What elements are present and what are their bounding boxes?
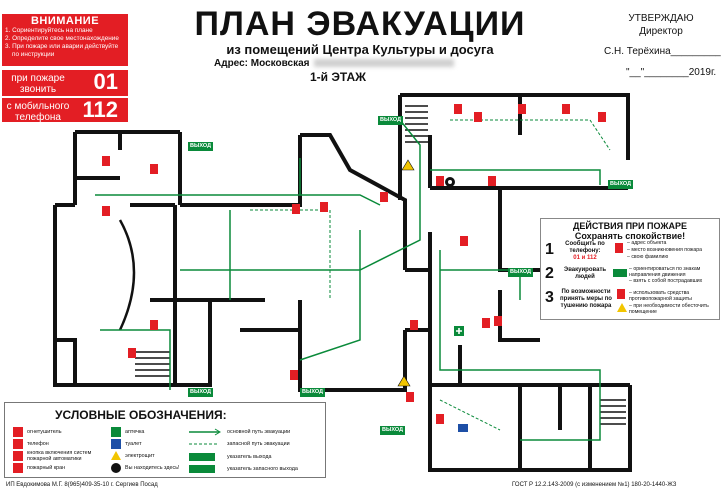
step-note: – свою фамилию (627, 254, 669, 260)
alarm-button-icon (13, 451, 23, 461)
legend-item: указатель выхода (227, 454, 272, 460)
exit-sign: ВЫХОД (378, 116, 404, 125)
plan-title: ПЛАН ЭВАКУАЦИИ (194, 5, 526, 43)
legend-item: Вы находитесь здесь! (125, 465, 180, 471)
legend-item: огнетушитель (27, 429, 62, 435)
legend-item: указатель запасного выхода (227, 466, 298, 472)
legend-item: пожарный кран (27, 465, 66, 471)
fire-equipment-markers (102, 104, 606, 424)
fire-hose-icon (13, 463, 23, 473)
attention-title: ВНИМАНИЕ (30, 15, 100, 27)
legend-item: кнопка включения систем пожарной автомат… (27, 450, 92, 462)
stairs (135, 105, 626, 425)
fire-call-label: при пожаре звонить (11, 73, 65, 95)
step-number: 1 (545, 241, 554, 258)
step-number: 3 (545, 289, 554, 306)
toilet-icon (458, 424, 468, 432)
approver: С.Н. Терёхина_________ (604, 46, 721, 57)
attention-item: 1. Сориентируйтесь на плане (5, 27, 93, 34)
step-note: – взять с собой пострадавших (629, 278, 703, 284)
attention-item: 3. При пожаре или аварии действуйте (5, 43, 119, 50)
exit-sign: ВЫХОД (380, 426, 406, 435)
footer-right: ГОСТ Р 12.2.143-2009 (с изменением №1) 1… (512, 482, 677, 488)
legend: УСЛОВНЫЕ ОБОЗНАЧЕНИЯ: огнетушитель телеф… (4, 402, 326, 478)
exit-sign: ВЫХОД (508, 268, 534, 277)
step-number: 2 (545, 265, 554, 282)
attention-item: 2. Определите свое местонахождение (5, 35, 119, 42)
step-note: – ориентироваться по знакам направления … (629, 266, 701, 278)
mobile-call-number: 112 (82, 97, 119, 122)
phone-icon (13, 439, 23, 449)
step-phones: 01 и 112 (573, 255, 597, 261)
exit-sign: ВЫХОД (188, 388, 214, 397)
mobile-call-box: с мобильного телефона 112 (2, 97, 128, 123)
step-note: – адрес объекта (627, 240, 667, 246)
attention-item: по инструкции (12, 51, 55, 58)
first-aid-icon (454, 326, 464, 336)
exit-sign: ВЫХОД (608, 180, 634, 189)
address: Адрес: Московская (214, 58, 454, 69)
phone-icon (615, 243, 623, 253)
mobile-call-label: с мобильного телефона (6, 101, 70, 123)
address-label: Адрес: Московская (214, 58, 310, 69)
exit-arrow-icon (613, 269, 627, 277)
you-are-here-icon (445, 177, 455, 187)
approval-date: "__"________2019г. (626, 67, 717, 78)
walls (53, 93, 632, 472)
step-text: По возможности принять меры по тушению п… (560, 289, 612, 309)
electrical-panel-icons (397, 159, 415, 387)
legend-item: основной путь эвакуации (227, 429, 291, 435)
legend-item: туалет (125, 441, 142, 447)
extinguisher-icon (617, 289, 625, 299)
plan-subtitle: из помещений Центра Культуры и досуга (226, 42, 494, 57)
reserve-routes (250, 119, 611, 431)
address-redacted (313, 59, 454, 68)
attention-box: ВНИМАНИЕ 1. Сориентируйтесь на плане 2. … (2, 14, 128, 66)
route-legend-lines (189, 428, 221, 473)
exit-sign: ВЫХОД (300, 388, 326, 397)
step-text: Сообщить по телефону: (565, 241, 605, 254)
exit-sign: ВЫХОД (188, 142, 214, 151)
legend-item: запасной путь эвакуации (227, 441, 290, 447)
first-aid-icon (111, 427, 121, 437)
footer-left: ИП Евдокимова М.Г. 8(965)409-35-10 г. Се… (6, 482, 158, 488)
fire-actions-panel: ДЕЙСТВИЯ ПРИ ПОЖАРЕ Сохранять спокойстви… (540, 218, 720, 320)
toilet-icon (111, 439, 121, 449)
approval-line1: УТВЕРЖДАЮ (628, 13, 694, 24)
warning-icon (617, 303, 627, 312)
fire-call-number: 01 (93, 69, 118, 94)
step-note: – при необходимости обесточить помещение (629, 303, 709, 315)
actions-subtitle: Сохранять спокойствие! (574, 231, 686, 241)
step-note: – место возникновения пожара (627, 247, 703, 253)
floor-label: 1-й ЭТАЖ (310, 70, 367, 84)
fire-call-box: при пожаре звонить 01 (2, 70, 128, 96)
legend-item: электрощит (125, 453, 155, 459)
approval-line2: Директор (639, 26, 683, 37)
actions-title: ДЕЙСТВИЯ ПРИ ПОЖАРЕ (572, 221, 688, 231)
step-note: – использовать средства противопожарной … (629, 290, 692, 302)
electrical-panel-icon (111, 451, 121, 460)
legend-item: аптечка (125, 429, 145, 435)
step-text: Эвакуировать людей (563, 267, 607, 280)
approval-block: УТВЕРЖДАЮ Директор (602, 12, 720, 38)
you-are-here-icon (111, 463, 121, 473)
extinguisher-icon (13, 427, 23, 437)
legend-title: УСЛОВНЫЕ ОБОЗНАЧЕНИЯ: (55, 408, 227, 422)
legend-item: телефон (27, 441, 49, 447)
